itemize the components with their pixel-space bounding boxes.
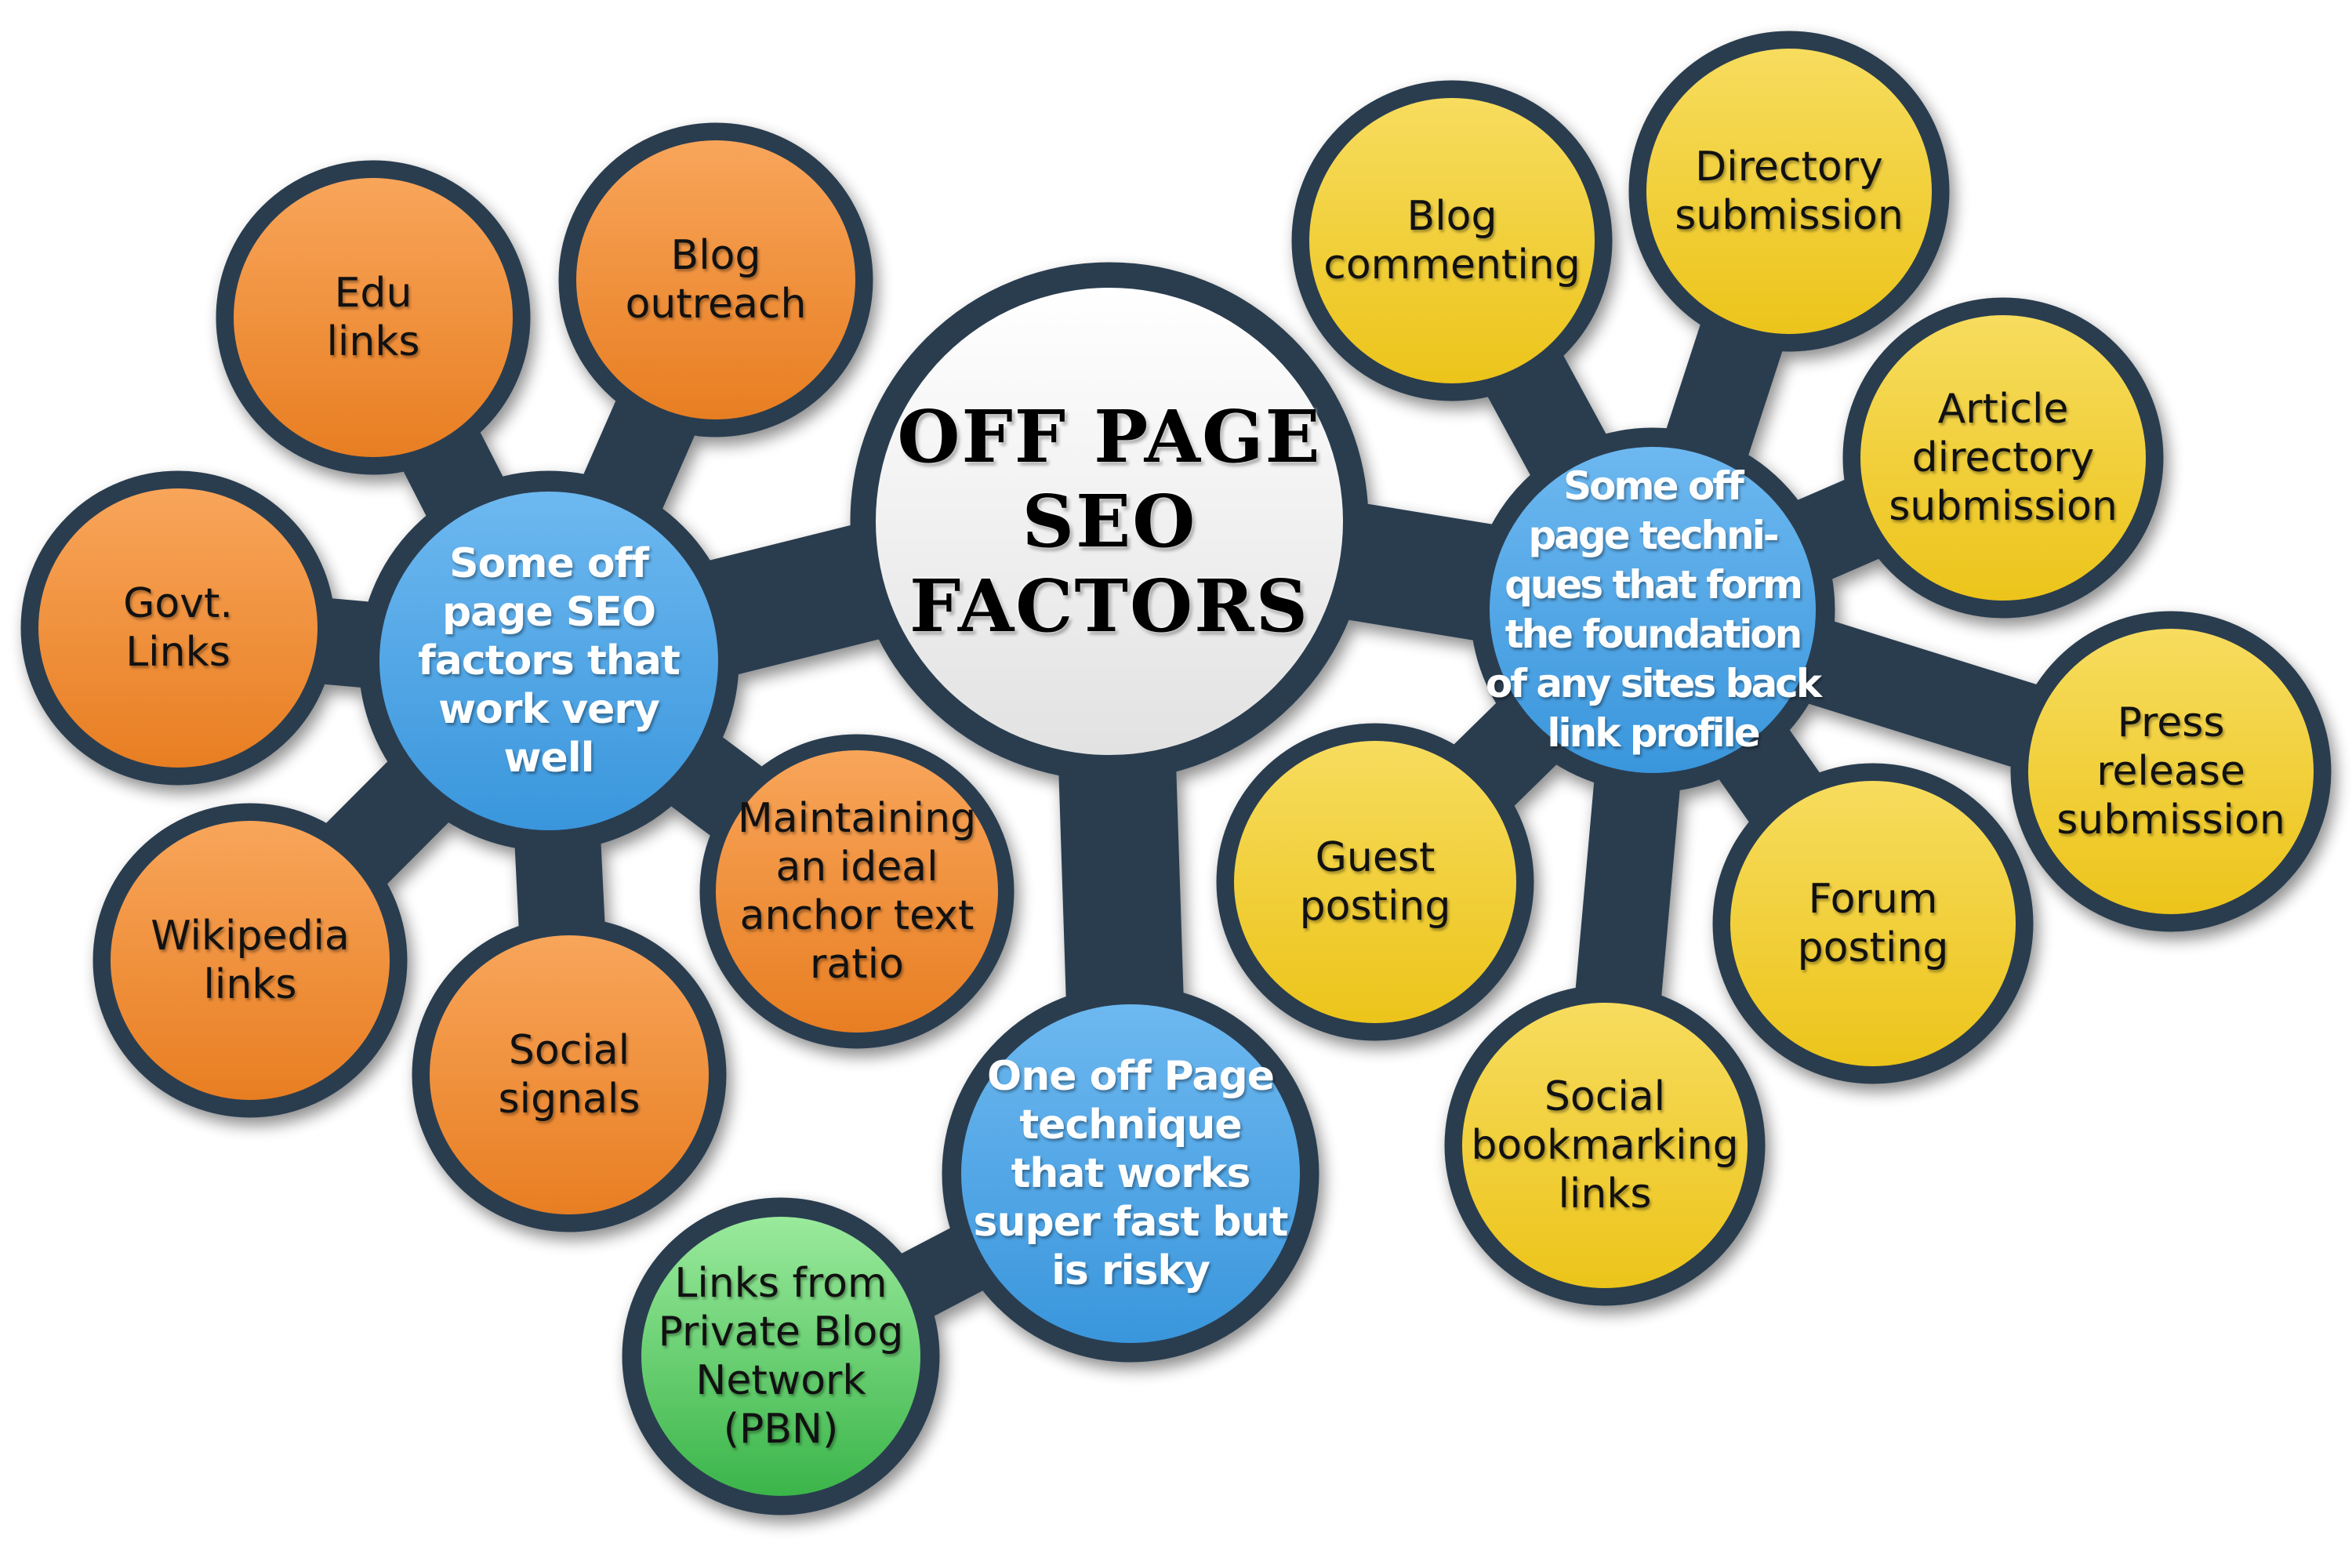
social-bookmarking-node: Social bookmarking links	[1462, 1003, 1748, 1288]
bottom-hub-label: One off Page technique that works super …	[973, 1053, 1289, 1294]
right-hub-label: Some off page techni- ques that form the…	[1485, 463, 1822, 756]
social-signals-fill	[430, 935, 709, 1214]
bottom-hub-node: One off Page technique that works super …	[958, 1001, 1303, 1346]
center-node: OFF PAGE SEO FACTORS	[876, 288, 1343, 755]
left-hub-node: Some off page SEO factors that work very…	[379, 492, 718, 830]
directory-submission-fill	[1646, 49, 1932, 334]
forum-posting-node: Forum posting	[1730, 781, 2016, 1066]
left-hub-fill	[379, 492, 718, 830]
directory-submission-label: Directory submission	[1675, 143, 1904, 239]
directory-submission-node: Directory submission	[1646, 49, 1932, 334]
edu-links-label: Edu links	[326, 270, 420, 365]
right-hub-fill	[1490, 447, 1816, 773]
article-directory-fill	[1860, 315, 2146, 601]
article-directory-label: Article directory submission	[1889, 386, 2118, 530]
edu-links-fill	[234, 178, 513, 457]
pbn-node: Links from Private Blog Network (PBN)	[641, 1217, 920, 1496]
edu-links-node: Edu links	[234, 178, 513, 457]
bottom-hub-fill	[961, 1004, 1300, 1343]
wikipedia-links-node: Wikipedia links	[111, 821, 390, 1100]
guest-posting-label: Guest posting	[1299, 834, 1451, 930]
center-title: OFF PAGE SEO FACTORS	[897, 394, 1322, 648]
forum-posting-label: Forum posting	[1797, 876, 1949, 971]
pbn-fill	[641, 1217, 920, 1496]
node-fills	[38, 49, 2314, 1496]
blog-outreach-label: Blog outreach	[625, 232, 807, 328]
right-hub-node: Some off page techni- ques that form the…	[1482, 439, 1824, 781]
govt-links-fill	[38, 488, 318, 768]
blog-commenting-label: Blog commenting	[1323, 193, 1581, 289]
press-release-node: Press release submission	[2028, 629, 2314, 914]
guest-posting-fill	[1234, 741, 1516, 1023]
pbn-label: Links from Private Blog Network (PBN)	[658, 1260, 904, 1453]
anchor-text-fill	[716, 750, 998, 1033]
social-signals-node: Social signals	[430, 935, 709, 1214]
wikipedia-links-label: Wikipedia links	[151, 913, 350, 1008]
forum-posting-fill	[1730, 781, 2016, 1066]
blog-outreach-node: Blog outreach	[576, 140, 855, 419]
social-signals-label: Social signals	[498, 1027, 641, 1123]
social-bookmarking-fill	[1462, 1003, 1748, 1288]
anchor-text-ratio-node: Maintaining an ideal anchor text ratio	[716, 750, 998, 1033]
left-hub-label: Some off page SEO factors that work very…	[418, 540, 681, 782]
article-directory-node: Article directory submission	[1860, 315, 2146, 601]
blog-commenting-fill	[1309, 98, 1595, 383]
wikipedia-links-fill	[111, 821, 390, 1100]
blog-outreach-fill	[576, 140, 855, 419]
center-node-fill	[876, 288, 1343, 755]
guest-posting-node: Guest posting	[1234, 741, 1516, 1023]
govt-links-label: Govt. Links	[123, 580, 233, 676]
anchor-text-ratio-label: Maintaining an ideal anchor text ratio	[737, 795, 977, 988]
press-release-label: Press release submission	[2056, 699, 2285, 844]
social-bookmarking-label: Social bookmarking links	[1471, 1073, 1739, 1218]
press-release-fill	[2028, 629, 2314, 914]
blog-commenting-node: Blog commenting	[1309, 98, 1595, 383]
govt-links-node: Govt. Links	[38, 488, 318, 768]
